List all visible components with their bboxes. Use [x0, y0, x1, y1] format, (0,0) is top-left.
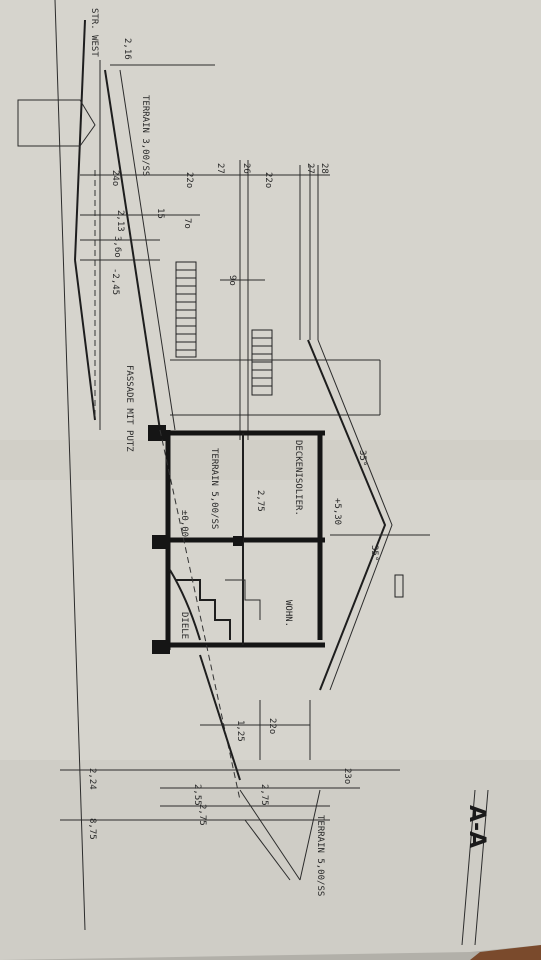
facade-label: FASSADE MIT PUTZ	[124, 365, 134, 452]
dim-875: 8,75	[87, 818, 97, 840]
terrain-lower	[159, 429, 321, 881]
dim-224: 2,24	[87, 768, 97, 790]
terrain-mid-label: TERRAIN 5,00/SS	[209, 448, 219, 529]
roof-note-label: DECKENISOLIER.	[293, 440, 303, 516]
wohn-label: WOHN.	[283, 600, 293, 627]
dim-240: 24o	[110, 170, 120, 186]
dim-275: 2,75	[255, 490, 265, 512]
dim-275b: 2,75	[259, 784, 269, 806]
building-section	[148, 339, 430, 691]
dim-70: 7o	[182, 218, 192, 229]
wooden-table-edge	[470, 945, 541, 960]
dim-90: 9o	[227, 275, 237, 286]
dim-275c: 2,75	[197, 804, 207, 826]
wall-block-3	[152, 640, 170, 654]
section-mark: A-A	[461, 789, 489, 946]
terrain-top-label: TERRAIN 3,00/SS	[140, 95, 150, 176]
dimension-lines-bottom	[60, 700, 400, 821]
dim-26: 26	[241, 163, 251, 174]
dim-530: +5,30	[332, 498, 342, 525]
dimension-labels: 2,16 24o 22o 22o 27 26 27 28 2,13 15 7o …	[87, 38, 379, 840]
dim-27b: 27	[305, 163, 315, 174]
dim-125: 1,25	[235, 720, 245, 742]
dimension-lines-top	[80, 64, 330, 440]
chimney	[394, 574, 404, 598]
section-mark-label: A-A	[464, 805, 489, 848]
dim-230: 23o	[342, 768, 352, 784]
wall-block-2	[152, 535, 168, 549]
street-label: STR. WEST	[89, 8, 99, 57]
dim-28: 28	[319, 163, 329, 174]
slope-and-stairs-left	[104, 69, 273, 431]
dim-36: 3,6o	[112, 236, 122, 258]
paper-fold-band	[0, 440, 541, 480]
dim-27a: 27	[215, 163, 225, 174]
dim-000: ±0,00	[179, 510, 189, 537]
dim-35b: 35°	[369, 545, 379, 561]
dim-220c: 22o	[267, 718, 277, 734]
diele-label: DIELE	[179, 612, 189, 639]
dim-35a: 35°	[357, 450, 367, 466]
dim-245: -2,45	[110, 268, 120, 295]
terrain-bottom-label: TERRAIN 5,00/SS	[315, 815, 325, 896]
paper-lower-shade	[0, 760, 541, 960]
dim-255: 2,55	[192, 784, 202, 806]
dim-220b: 22o	[263, 172, 273, 188]
dim-220a: 22o	[184, 172, 194, 188]
dim-216: 2,16	[122, 38, 132, 60]
wall-block-1	[148, 425, 166, 441]
wall-block-4	[233, 536, 243, 546]
dim-213: 2,13	[115, 210, 125, 232]
street-profile	[17, 0, 101, 931]
dim-15: 15	[155, 208, 165, 219]
annotations: STR. WEST TERRAIN 3,00/SS FASSADE MIT PU…	[89, 8, 325, 896]
